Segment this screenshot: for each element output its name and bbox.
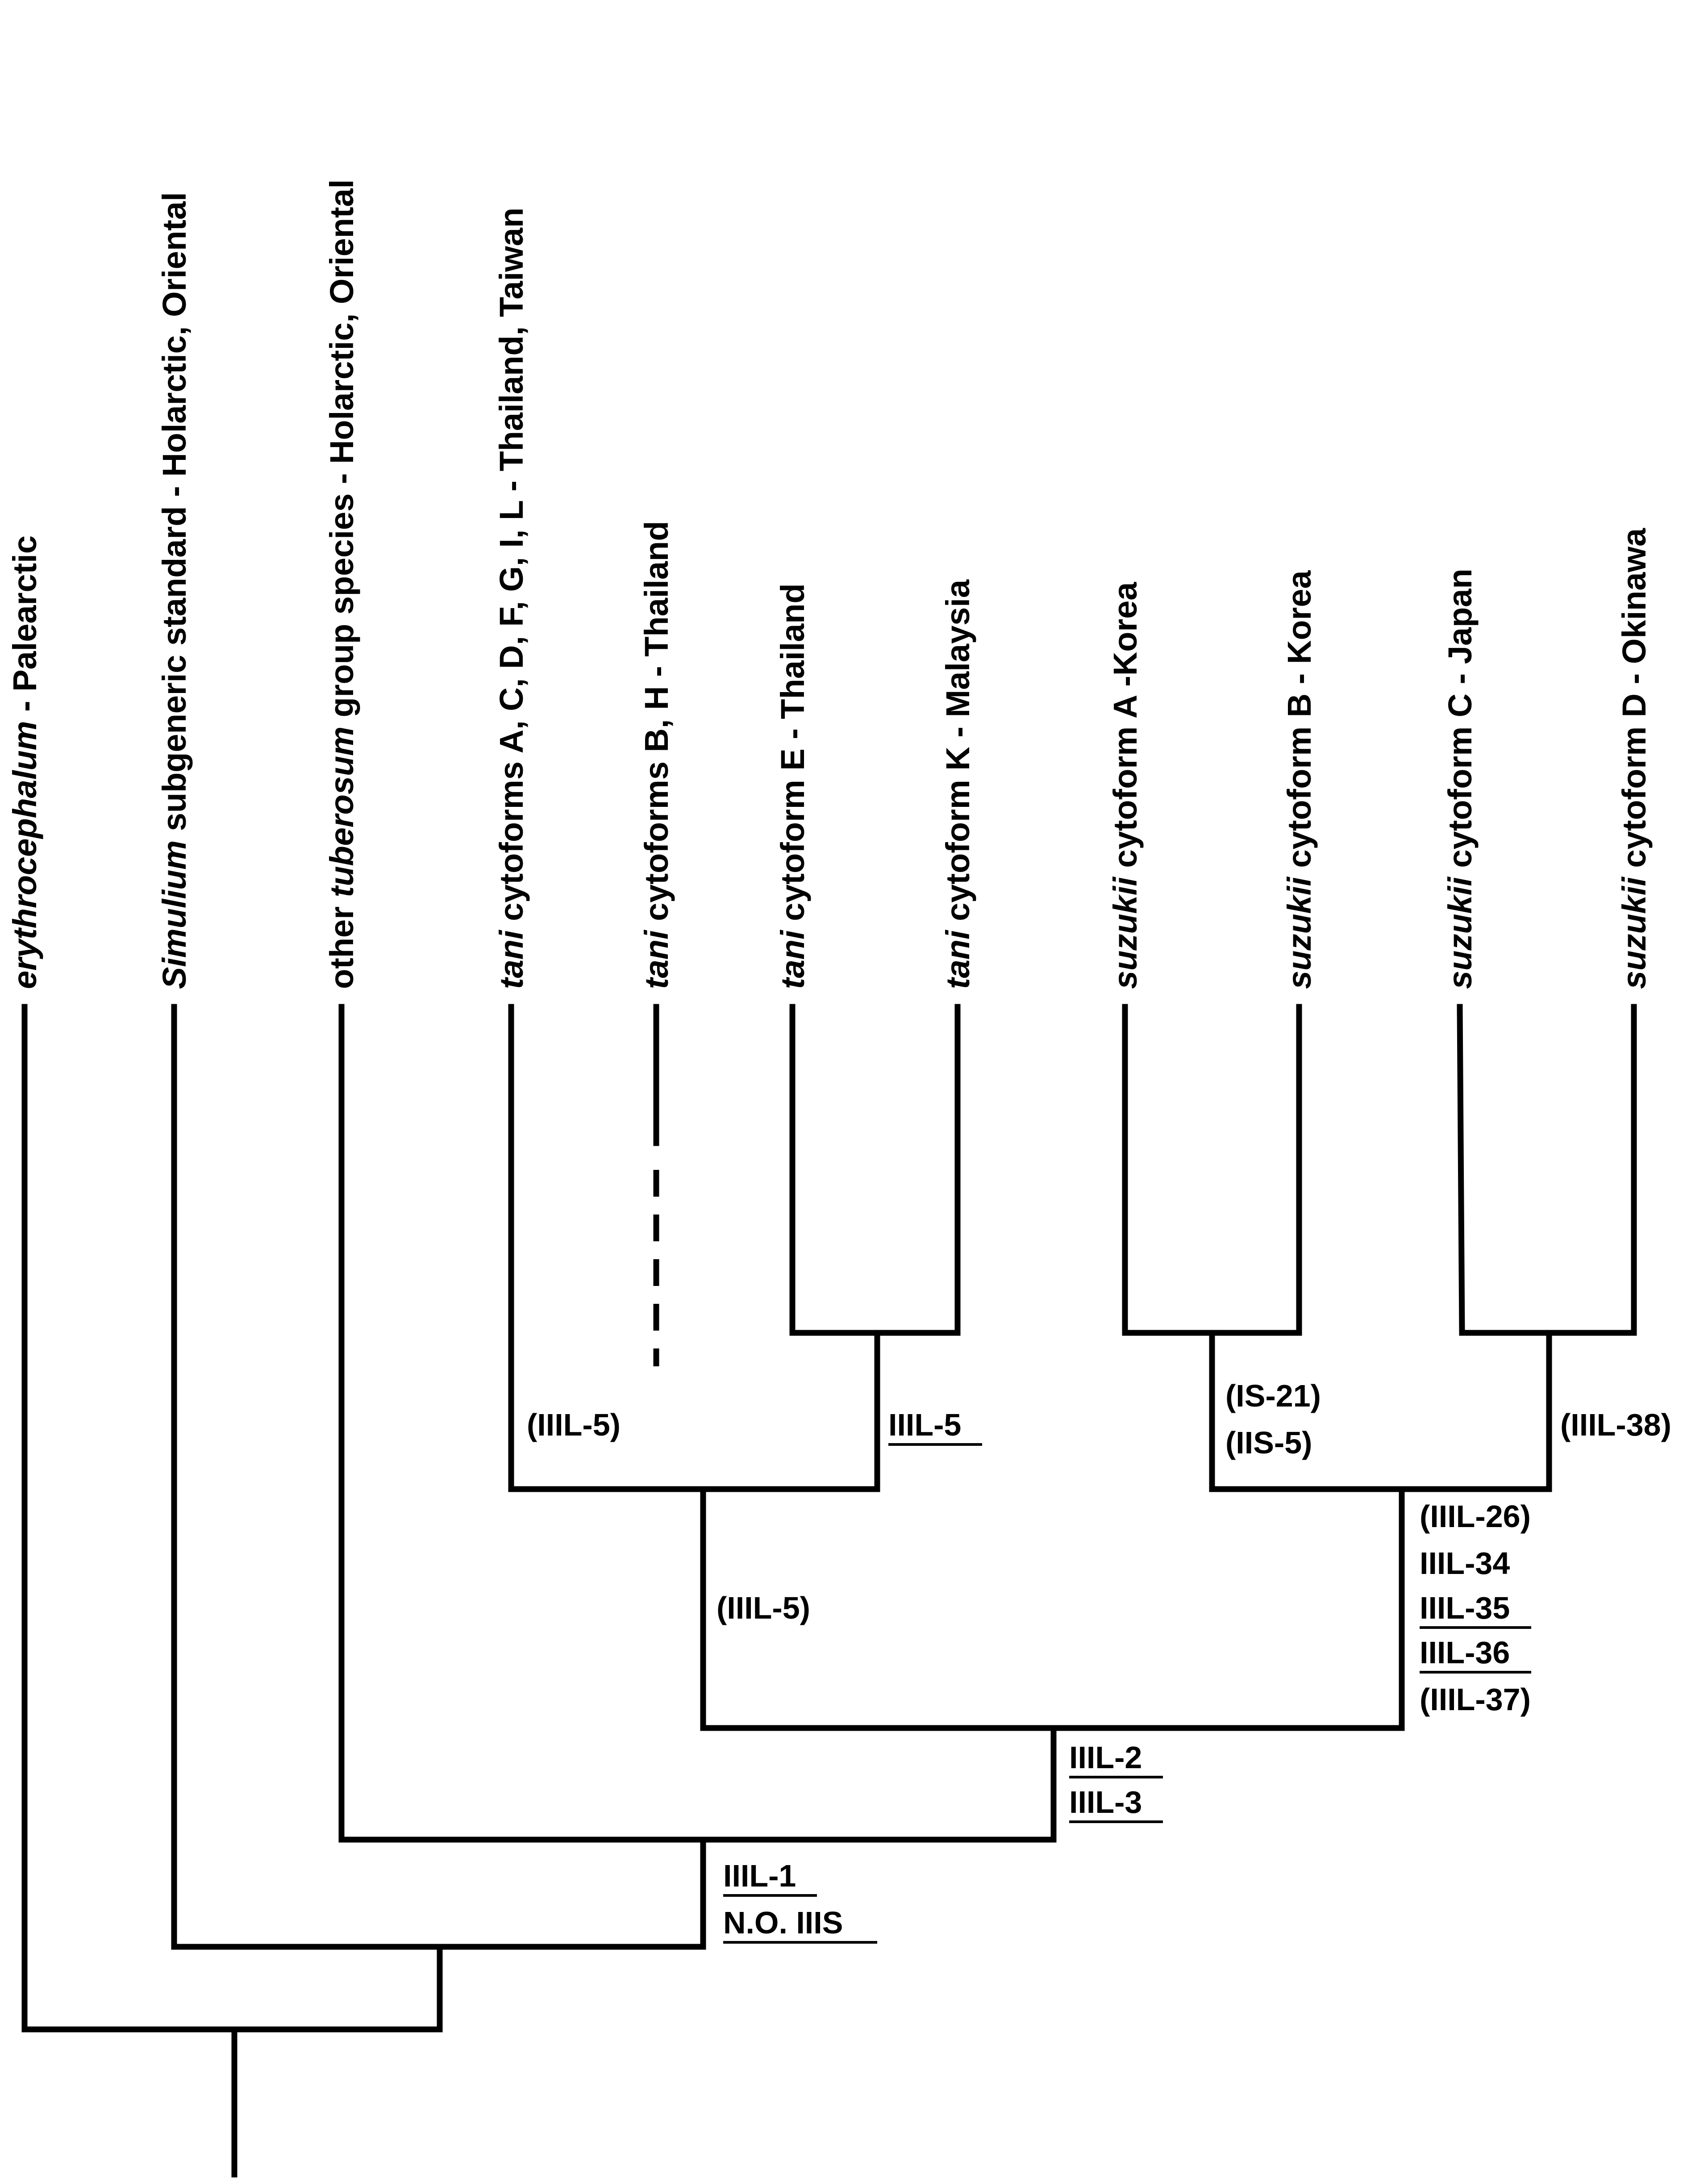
taxon-label-other-tuberosum: other tuberosum group species - Holarcti… bbox=[323, 179, 360, 989]
change-label-suzukii-CD: (IIIL-38) bbox=[1560, 1407, 1671, 1442]
change-label-suzukii-AB-2: (IIS-5) bbox=[1225, 1425, 1312, 1460]
change-label-suzukii-all-3: IIIL-35 bbox=[1420, 1590, 1510, 1625]
branch-suzukii-C bbox=[1457, 1004, 1465, 1336]
change-label-tuberosum-group-2: N.O. IIIS bbox=[723, 1905, 843, 1940]
taxon-label-simulium-standard: Simulium subgeneric standard - Holarctic… bbox=[156, 192, 193, 989]
change-label-tani-EK: IIIL-5 bbox=[888, 1407, 961, 1442]
taxon-label-suzukii-D: suzukii cytoform D - Okinawa bbox=[1616, 528, 1653, 989]
taxon-label-suzukii-C: suzukii cytoform C - Japan bbox=[1441, 568, 1479, 989]
taxon-labels: erythrocephalum - Palearctic Simulium su… bbox=[6, 179, 1653, 989]
taxon-label-suzukii-B: suzukii cytoform B - Korea bbox=[1281, 570, 1318, 989]
change-label-suzukii-all-4: IIIL-36 bbox=[1420, 1635, 1510, 1670]
change-label-suzukii-all-2: IIIL-34 bbox=[1420, 1546, 1510, 1581]
taxon-label-tani-E: tani cytoform E - Thailand bbox=[774, 583, 811, 989]
change-label-tuberosum-group-1: IIIL-1 bbox=[723, 1858, 796, 1893]
change-label-suzukii-AB-1: (IS-21) bbox=[1225, 1378, 1321, 1413]
taxon-label-tani-BH: tani cytoforms B, H - Thailand bbox=[638, 521, 675, 989]
taxon-label-suzukii-A: suzukii cytoform A -Korea bbox=[1107, 582, 1144, 989]
change-label-tani-ACDFGIL: (IIIL-5) bbox=[527, 1407, 621, 1442]
change-label-suzukii-all-1: (IIIL-26) bbox=[1420, 1499, 1531, 1534]
change-label-tani-all: (IIIL-5) bbox=[717, 1590, 810, 1625]
taxon-label-erythrocephalum: erythrocephalum - Palearctic bbox=[6, 535, 43, 989]
change-label-suzukii-all-5: (IIIL-37) bbox=[1420, 1682, 1531, 1717]
change-label-tani-suzukii-1: IIIL-2 bbox=[1069, 1740, 1142, 1775]
taxon-label-tani-ACDFGIL: tani cytoforms A, C, D, F, G, I, L - Tha… bbox=[493, 208, 530, 989]
tree-branches bbox=[21, 1004, 1637, 2178]
taxon-label-tani-K: tani cytoform K - Malaysia bbox=[939, 579, 976, 989]
change-label-tani-suzukii-2: IIIL-3 bbox=[1069, 1785, 1142, 1820]
change-labels: (IIIL-5) IIIL-5 (IIIL-5) (IS-21) (IIS-5)… bbox=[527, 1378, 1671, 1944]
